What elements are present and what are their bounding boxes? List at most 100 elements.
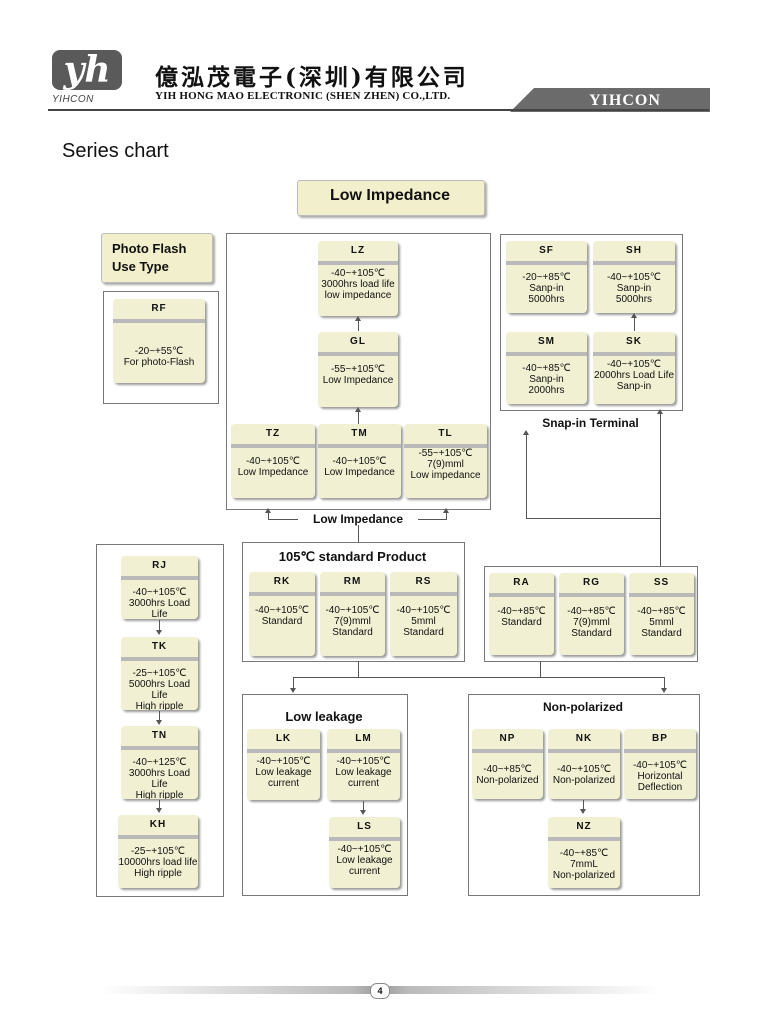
card-code: LS <box>357 821 372 832</box>
connector-to-tl <box>446 510 447 520</box>
company-name-english: YIH HONG MAO ELECTRONIC (SHEN ZHEN) CO.,… <box>155 90 451 102</box>
page-title: Series chart <box>62 140 169 162</box>
card-desc: -20~+55℃ For photo-Flash <box>123 346 195 368</box>
non-polarized-title: Non-polarized <box>543 700 623 714</box>
card-code: TZ <box>265 428 281 439</box>
card-sm: SM -40~+85℃ Sanp-in 2000hrs <box>506 332 587 404</box>
card-rg: RG -40~+85℃ 7(9)mml Standard <box>559 573 624 655</box>
card-tl: TL -55~+105℃ 7(9)mml Low impedance <box>404 424 487 498</box>
card-desc: -40~+105℃ Sanp-in 5000hrs <box>606 272 662 305</box>
card-rf: RF -20~+55℃ For photo-Flash <box>113 299 205 383</box>
card-ss: SS -40~+85℃ 5mml Standard <box>629 573 694 655</box>
card-desc: -25~+105℃ 10000hrs load life High ripple <box>118 846 198 879</box>
logo-badge <box>52 50 122 90</box>
card-code: BP <box>652 733 668 744</box>
arrow-down-icon <box>661 688 667 693</box>
photo-flash-title: Photo Flash Use Type <box>112 241 187 274</box>
arrow-down-icon <box>156 808 162 813</box>
card-code: TN <box>151 730 168 741</box>
card-lm: LM -40~+105℃ Low leakage current <box>327 729 400 800</box>
card-desc: -55~+105℃ 7(9)mml Low impedance <box>410 448 481 481</box>
card-desc: -40~+105℃ Non-polarized <box>552 764 616 786</box>
snap-in-title: Snap-in Terminal <box>542 416 639 430</box>
company-name-chinese: 億泓茂電子(深圳)有限公司 <box>155 64 469 91</box>
card-code: LZ <box>350 245 366 256</box>
card-bp: BP -40~+105℃ Horizontal Deflection <box>624 729 696 799</box>
card-desc: -40~+125℃ 3000hrs Load Life High ripple <box>128 757 191 799</box>
connector-rj-tk <box>159 620 160 630</box>
card-nz: NZ -40~+85℃ 7mmL Non-polarized <box>548 817 620 888</box>
card-ls: LS -40~+105℃ Low leakage current <box>329 817 400 888</box>
connector-lower-horizontal <box>293 677 664 678</box>
arrow-up-icon <box>523 430 529 435</box>
card-code: RJ <box>152 560 167 571</box>
card-desc: -40~+105℃ Low leakage current <box>335 756 392 789</box>
header-band <box>510 88 710 112</box>
arrow-up-icon <box>355 407 361 412</box>
card-desc: -40~+105℃ 7(9)mml Standard <box>325 605 380 638</box>
card-rk: RK -40~+105℃ Standard <box>249 572 315 656</box>
card-rs: RS -40~+105℃ 5mml Standard <box>390 572 457 656</box>
connector-nk-nz <box>583 800 584 810</box>
card-code: TM <box>351 428 368 439</box>
card-kh: KH -25~+105℃ 10000hrs load life High rip… <box>118 815 198 888</box>
card-code: RK <box>273 576 291 587</box>
card-code: RM <box>343 576 362 587</box>
connector-gl-lz <box>358 318 359 331</box>
card-nk: NK -40~+105℃ Non-polarized <box>548 729 620 799</box>
card-code: RS <box>415 576 432 587</box>
company-logo: yh YIHCON <box>48 49 130 114</box>
standard-title: 105℃ standard Product <box>278 549 427 564</box>
card-rj: RJ -40~+105℃ 3000hrs Load Life <box>121 556 198 619</box>
card-desc: -40~+105℃ 5mml Standard <box>396 605 451 638</box>
connector-85-down <box>540 661 541 677</box>
card-desc: -25~+105℃ 5000hrs Load Life High ripple <box>128 668 191 710</box>
card-desc: -20~+85℃ Sanp-in 5000hrs <box>522 272 571 305</box>
card-code: TK <box>151 641 168 652</box>
card-desc: -40~+85℃ 5mml Standard <box>637 606 686 639</box>
connector-to-leakage <box>293 677 294 688</box>
card-desc: -40~+105℃ Low leakage current <box>255 756 312 789</box>
connector-to-nonpolar <box>664 677 665 688</box>
card-tk: TK -25~+105℃ 5000hrs Load Life High ripp… <box>121 637 198 710</box>
header-rule <box>48 109 709 111</box>
card-code: NK <box>575 733 593 744</box>
brand-label: YIHCON <box>589 92 661 109</box>
card-desc: -40~+105℃ Horizontal Deflection <box>632 760 688 793</box>
arrow-up-icon <box>355 316 361 321</box>
page-number: 4 <box>370 983 390 999</box>
card-code: NZ <box>576 821 592 832</box>
connector-tk-tn <box>159 711 160 721</box>
card-tz: TZ -40~+105℃ Low Impedance <box>231 424 315 498</box>
connector-snap-horizontal <box>526 518 660 519</box>
card-tn: TN -40~+125℃ 3000hrs Load Life High ripp… <box>121 726 198 799</box>
card-desc: -40~+85℃ Sanp-in 2000hrs <box>522 363 571 396</box>
connector-sk-sh <box>634 315 635 331</box>
card-ra: RA -40~+85℃ Standard <box>489 573 554 655</box>
low-impedance-title: Low Impedance <box>329 187 451 204</box>
card-code: NP <box>499 733 516 744</box>
card-tm: TM -40~+105℃ Low Impedance <box>318 424 401 498</box>
arrow-down-icon <box>290 688 296 693</box>
card-rm: RM -40~+105℃ 7(9)mml Standard <box>320 572 385 656</box>
card-desc: -40~+105℃ Low leakage current <box>336 844 393 877</box>
card-desc: -40~+105℃ Low Impedance <box>237 456 309 478</box>
arrow-up-icon <box>443 508 449 513</box>
card-code: LM <box>355 733 372 744</box>
card-code: GL <box>350 336 366 347</box>
logo-text: yh <box>63 49 111 91</box>
arrow-up-icon <box>657 409 663 414</box>
card-sh: SH -40~+105℃ Sanp-in 5000hrs <box>593 241 675 313</box>
card-sf: SF -20~+85℃ Sanp-in 5000hrs <box>506 241 587 313</box>
connector-standard-up <box>358 525 359 542</box>
card-code: KH <box>149 819 167 830</box>
card-desc: -40~+105℃ 3000hrs load life low impedanc… <box>321 268 395 301</box>
card-desc: -40~+85℃ 7(9)mml Standard <box>567 606 616 639</box>
photo-flash-title-box <box>101 233 213 283</box>
card-code: RG <box>583 577 600 588</box>
connector-to-tz <box>268 510 269 520</box>
arrow-down-icon <box>360 810 366 815</box>
connector-standard-down <box>358 661 359 677</box>
low-impedance-title-box <box>297 180 485 216</box>
arrow-down-icon <box>156 630 162 635</box>
